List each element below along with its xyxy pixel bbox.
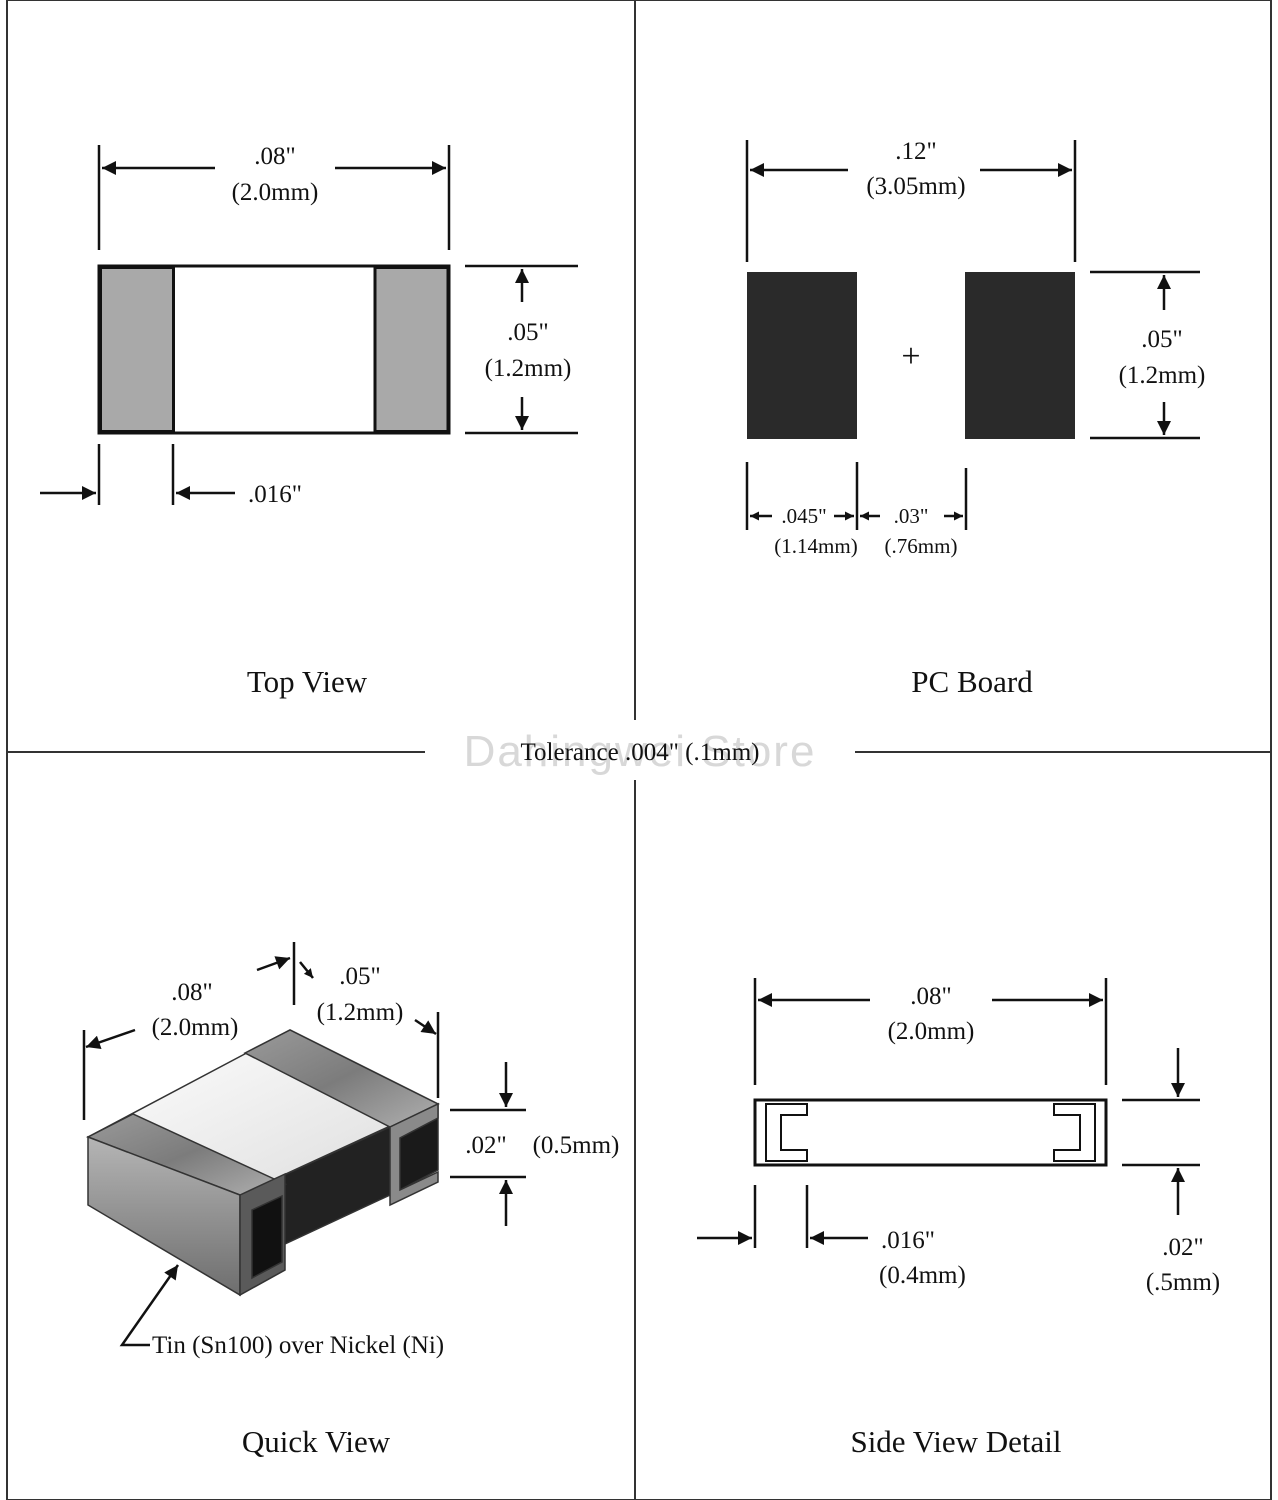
pc-board-height-in: .05": [1141, 326, 1182, 353]
quick-view-length-mm: (2.0mm): [152, 1014, 239, 1041]
side-view-thickness-dimension: [1122, 1048, 1200, 1215]
store-watermark: Dahingwei Store: [464, 727, 817, 776]
side-view-profile: [753, 1098, 1108, 1167]
pc-board-panel: .12" (3.05mm) + .05" (1.2mm) .045" (1.14…: [745, 138, 1206, 699]
top-view-terminal-right: [373, 266, 450, 433]
quick-view-length-dimension: [82, 942, 296, 1120]
quick-view-width-in: .05": [339, 963, 380, 990]
side-view-thickness-in: .02": [1162, 1234, 1203, 1261]
quick-view-thickness-dimension: [450, 1062, 526, 1226]
pc-board-gap-in: .03": [894, 504, 929, 528]
side-view-terminal-dimension: [697, 1185, 868, 1248]
pc-board-center-mark: +: [901, 338, 920, 375]
top-view-terminal-in: .016": [248, 481, 302, 508]
side-view-length-mm: (2.0mm): [888, 1018, 975, 1045]
side-view-panel: .08" (2.0mm) .02" (.5mm) .016" (0.4mm) S…: [697, 978, 1220, 1459]
quick-view-chip: [86, 1029, 440, 1297]
top-view-terminal-left: [99, 266, 175, 433]
pc-board-height-mm: (1.2mm): [1119, 362, 1206, 389]
side-view-terminal-in: .016": [881, 1227, 935, 1254]
top-view-length-in: .08": [254, 143, 295, 170]
side-view-terminal-mm: (0.4mm): [879, 1262, 966, 1289]
quick-view-width-mm: (1.2mm): [317, 999, 404, 1026]
pc-board-pad-in: .045": [781, 504, 826, 528]
pc-board-span-in: .12": [895, 138, 936, 165]
panel-grid: [6, 0, 1272, 1500]
top-view-panel: .08" (2.0mm) .05" (1.2mm) .016" Top View: [40, 143, 578, 699]
side-view-length-in: .08": [910, 983, 951, 1010]
pc-board-span-dimension: [745, 140, 1077, 262]
pc-board-height-dimension: [1090, 270, 1200, 440]
quick-view-plating-note: Tin (Sn100) over Nickel (Ni): [152, 1332, 444, 1359]
side-view-title: Side View Detail: [850, 1424, 1061, 1459]
pc-board-pad-mm: (1.14mm): [774, 534, 857, 558]
top-view-width-dimension: [465, 264, 578, 435]
pc-board-pad-right: [965, 272, 1075, 439]
side-view-length-dimension: [753, 978, 1108, 1085]
top-view-width-mm: (1.2mm): [485, 355, 572, 382]
pc-board-title: PC Board: [911, 664, 1033, 699]
pc-board-gap-mm: (.76mm): [885, 534, 958, 558]
pc-board-span-mm: (3.05mm): [866, 173, 965, 200]
quick-view-plating-leader: [119, 1264, 180, 1347]
top-view-title: Top View: [247, 664, 368, 699]
quick-view-thickness-in: .02": [465, 1132, 506, 1159]
tolerance-note: Tolerance .004" (.1mm): [521, 739, 760, 766]
top-view-chip: [97, 264, 451, 435]
pc-board-pad-gap-dimension: [745, 462, 968, 530]
quick-view-title: Quick View: [242, 1424, 391, 1459]
quick-view-width-dimension: [299, 961, 440, 1098]
quick-view-panel: .08" (2.0mm) .05" (1.2mm) .02" (0.5mm) T…: [82, 942, 620, 1459]
quick-view-length-in: .08": [171, 979, 212, 1006]
top-view-width-in: .05": [507, 319, 548, 346]
top-view-length-mm: (2.0mm): [232, 179, 319, 206]
quick-view-thickness-mm: (0.5mm): [533, 1132, 620, 1159]
top-view-length-dimension: [97, 145, 451, 250]
top-view-terminal-dimension: [40, 444, 235, 505]
side-view-thickness-mm: (.5mm): [1146, 1269, 1220, 1296]
pc-board-pad-left: [747, 272, 857, 439]
